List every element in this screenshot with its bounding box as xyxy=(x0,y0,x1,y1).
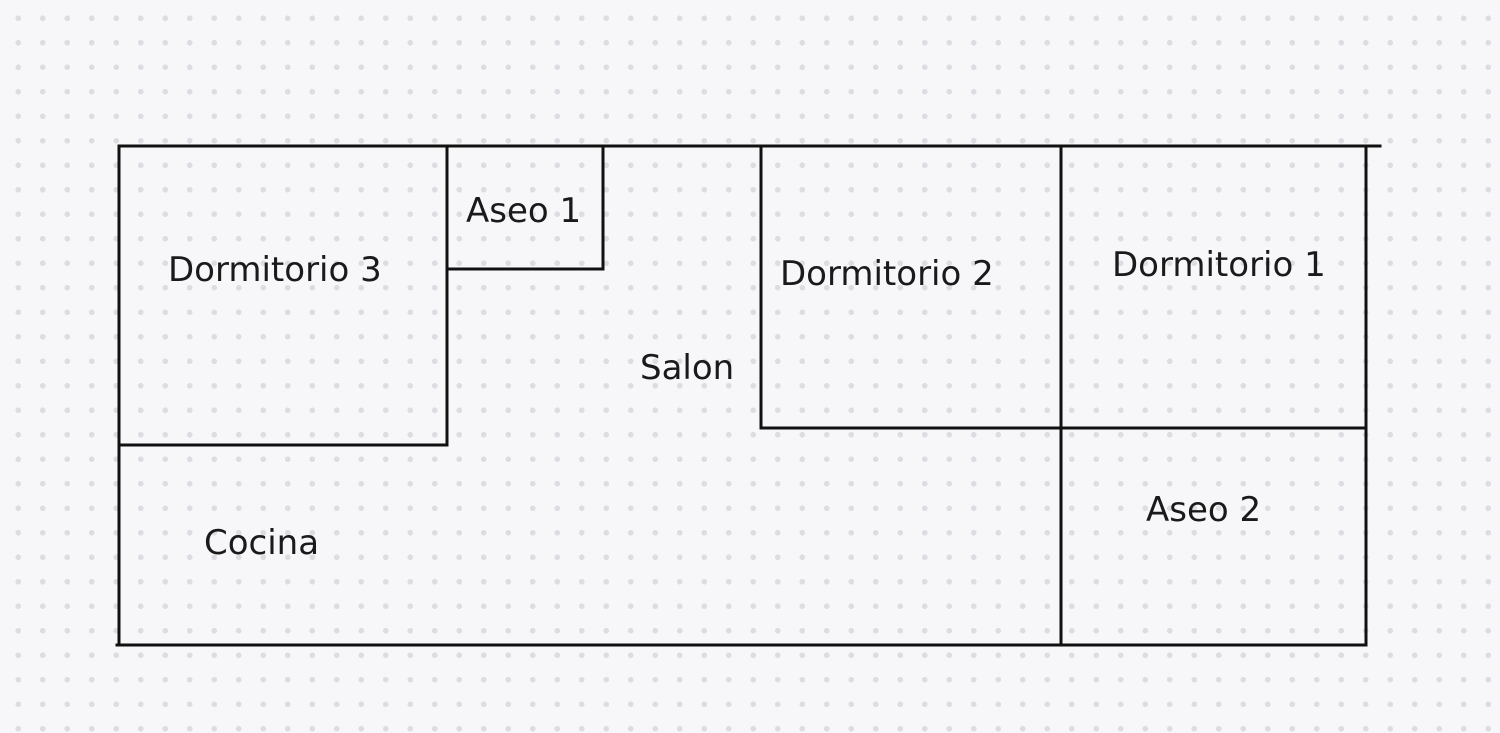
room-labels: Dormitorio 3 Aseo 1 Salon Dormitorio 2 D… xyxy=(168,191,1326,563)
room-label-aseo-2: Aseo 2 xyxy=(1146,490,1261,530)
room-label-aseo-1: Aseo 1 xyxy=(466,191,581,231)
room-label-cocina: Cocina xyxy=(204,523,319,563)
room-label-dormitorio-3: Dormitorio 3 xyxy=(168,250,382,290)
room-label-dormitorio-2: Dormitorio 2 xyxy=(780,254,994,294)
room-label-dormitorio-1: Dormitorio 1 xyxy=(1112,245,1326,285)
room-label-salon: Salon xyxy=(640,348,734,388)
walls xyxy=(115,144,1382,647)
